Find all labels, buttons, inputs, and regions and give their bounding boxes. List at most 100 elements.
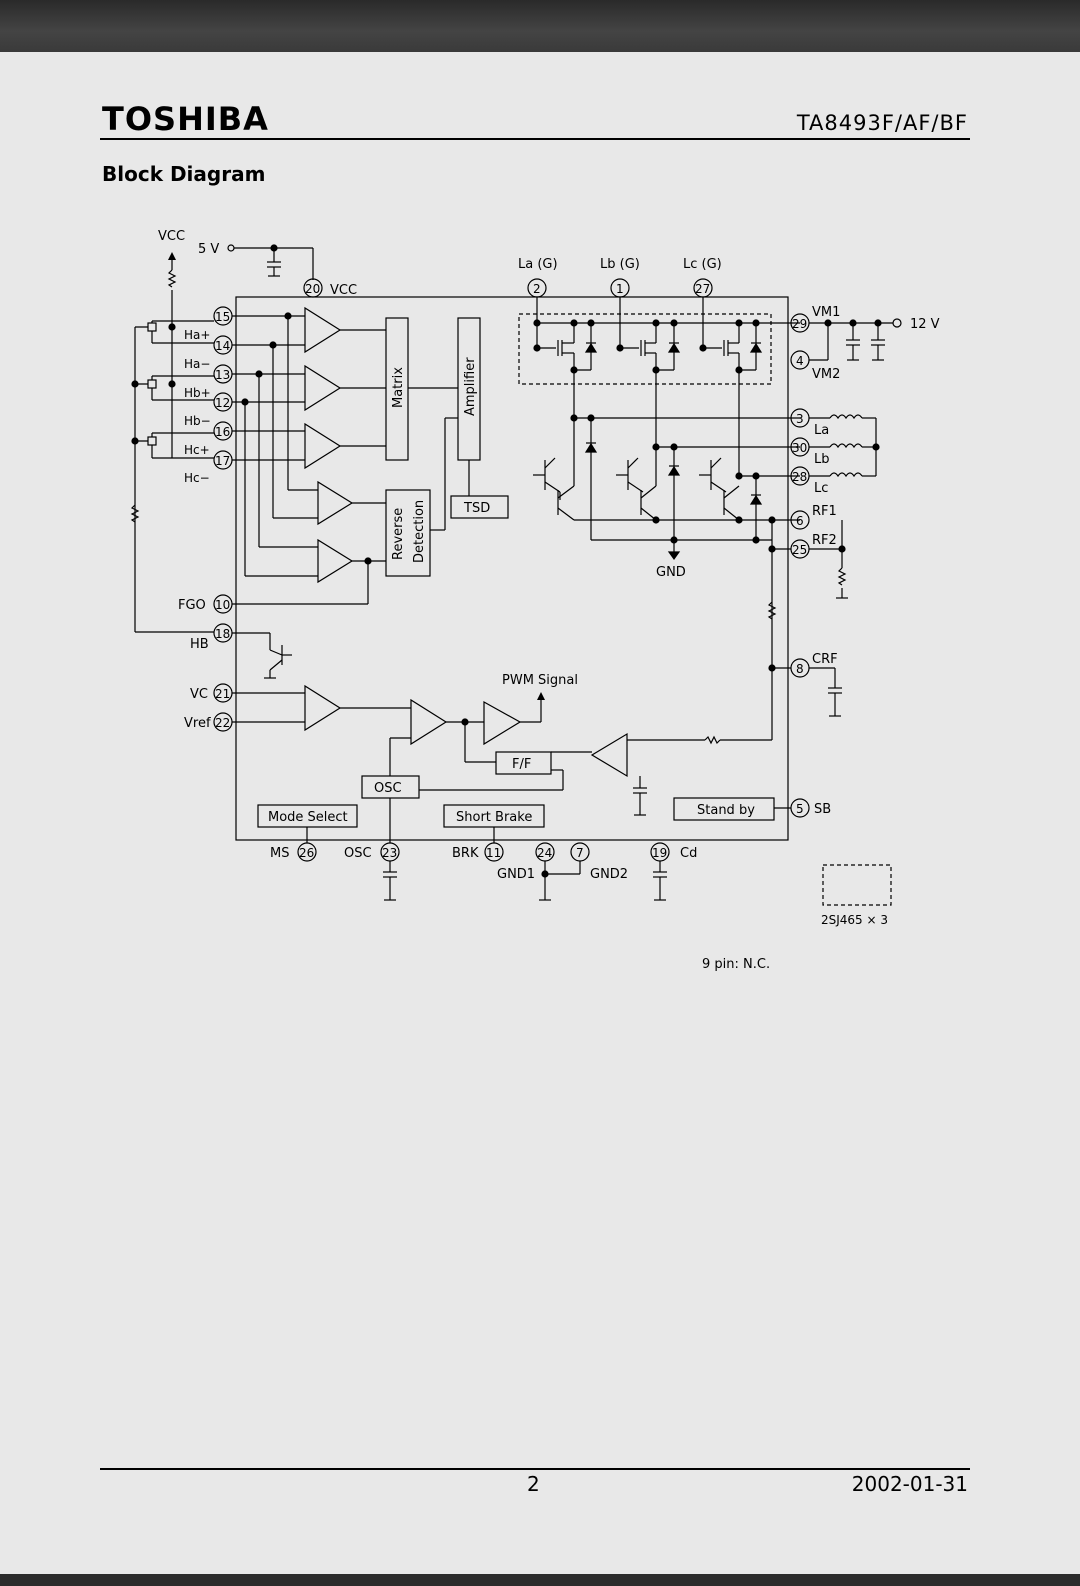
- svg-text:MS: MS: [270, 846, 289, 861]
- gnd-label: GND: [656, 565, 686, 580]
- vcc-supply-label: VCC: [158, 229, 185, 244]
- brand-logo: TOSHIBA: [102, 100, 269, 138]
- svg-text:Lc: Lc: [814, 481, 828, 496]
- reverse-detection-block: [385, 489, 431, 577]
- svg-text:10: 10: [215, 598, 230, 612]
- svg-text:18: 18: [215, 627, 230, 641]
- svg-text:19: 19: [652, 846, 667, 860]
- part-number: TA8493F/AF/BF: [796, 111, 968, 135]
- upper-fets: [533, 297, 800, 374]
- hall-sensor-network: [130, 320, 214, 632]
- svg-text:Ha+: Ha+: [184, 328, 210, 342]
- svg-text:23: 23: [382, 846, 397, 860]
- svg-text:29: 29: [792, 317, 807, 331]
- ff-block: [495, 751, 552, 775]
- hall-comparators: [232, 306, 386, 605]
- pin-20: [303, 278, 323, 298]
- svg-text:SB: SB: [814, 802, 831, 817]
- svg-text:Lb: Lb: [814, 452, 830, 467]
- svg-text:4: 4: [796, 354, 804, 368]
- page-number: 2: [527, 1472, 540, 1496]
- fet-legend-label: 2SJ465 × 3: [821, 913, 888, 927]
- svg-text:HB: HB: [190, 637, 209, 652]
- svg-text:Hc+: Hc+: [184, 443, 210, 457]
- 5v-terminal: [227, 244, 235, 252]
- svg-text:13: 13: [215, 368, 230, 382]
- svg-text:Hb+: Hb+: [184, 386, 211, 400]
- svg-text:22: 22: [215, 716, 230, 730]
- svg-text:BRK: BRK: [452, 846, 479, 861]
- svg-text:OSC: OSC: [374, 781, 402, 796]
- 5v-label: 5 V: [198, 242, 219, 257]
- svg-text:Matrix: Matrix: [391, 367, 406, 408]
- svg-text:30: 30: [792, 441, 807, 455]
- svg-text:Hc−: Hc−: [184, 471, 210, 485]
- svg-text:VC: VC: [190, 687, 208, 702]
- svg-text:26: 26: [299, 846, 314, 860]
- fet-array: [518, 313, 772, 385]
- svg-text:12: 12: [215, 396, 230, 410]
- svg-text:27: 27: [695, 282, 710, 296]
- svg-text:24: 24: [537, 846, 552, 860]
- svg-text:GND1: GND1: [497, 867, 535, 882]
- viewer-top-bar: [0, 0, 1080, 52]
- svg-text:Vref: Vref: [184, 716, 211, 731]
- svg-text:28: 28: [792, 470, 807, 484]
- svg-text:3: 3: [796, 412, 804, 426]
- svg-text:16: 16: [215, 425, 230, 439]
- svg-text:Cd: Cd: [680, 846, 697, 861]
- svg-text:7: 7: [576, 846, 584, 860]
- header-rule: [100, 138, 970, 140]
- document-date: 2002-01-31: [851, 1472, 968, 1496]
- svg-text:RF1: RF1: [812, 504, 837, 519]
- svg-text:Ha−: Ha−: [184, 357, 210, 371]
- pwm-signal-label: PWM Signal: [502, 673, 578, 688]
- svg-text:6: 6: [796, 514, 804, 528]
- 12v-label: 12 V: [910, 317, 940, 332]
- 12v-terminal: [892, 318, 902, 328]
- footer-rule: [100, 1468, 970, 1470]
- matrix-block: [385, 317, 409, 461]
- svg-text:1: 1: [616, 282, 624, 296]
- svg-text:2: 2: [533, 282, 541, 296]
- input-wiring: [232, 312, 318, 577]
- svg-text:Amplifier: Amplifier: [463, 357, 478, 416]
- svg-text:OSC: OSC: [344, 846, 372, 861]
- svg-text:8: 8: [796, 662, 804, 676]
- svg-text:VM2: VM2: [812, 367, 840, 382]
- svg-text:La: La: [814, 423, 829, 438]
- svg-text:VM1: VM1: [812, 305, 840, 320]
- tsd-block: [450, 495, 509, 519]
- svg-text:5: 5: [796, 802, 804, 816]
- resistor: [167, 269, 177, 288]
- fet-legend-box: [822, 864, 892, 906]
- svg-text:Detection: Detection: [412, 500, 427, 563]
- svg-text:25: 25: [792, 543, 807, 557]
- viewer-bottom-bar: [0, 1574, 1080, 1586]
- svg-text:FGO: FGO: [178, 598, 206, 613]
- svg-text:Hb−: Hb−: [184, 414, 211, 428]
- standby-block: [673, 797, 775, 821]
- svg-text:Lb (G): Lb (G): [600, 257, 640, 272]
- svg-text:17: 17: [215, 454, 230, 468]
- svg-text:14: 14: [215, 339, 230, 353]
- svg-text:Lc (G): Lc (G): [683, 257, 722, 272]
- svg-text:Reverse: Reverse: [391, 508, 406, 560]
- svg-text:Short Brake: Short Brake: [456, 810, 532, 825]
- svg-text:RF2: RF2: [812, 533, 837, 548]
- svg-text:TSD: TSD: [463, 501, 490, 516]
- bottom-pins: 26 MS 23 OSC 11 BRK 24 GND1 7 GND2 19 Cd: [270, 842, 697, 882]
- nc-note: 9 pin: N.C.: [702, 957, 770, 972]
- svg-text:VCC: VCC: [330, 283, 357, 298]
- control-path: [232, 668, 773, 816]
- svg-text:GND2: GND2: [590, 867, 628, 882]
- svg-text:21: 21: [215, 687, 230, 701]
- svg-text:CRF: CRF: [812, 652, 838, 667]
- lower-output-stage: [533, 370, 800, 561]
- svg-text:15: 15: [215, 310, 230, 324]
- motor-coils: [809, 414, 880, 478]
- svg-text:11: 11: [486, 846, 501, 860]
- svg-text:Mode Select: Mode Select: [268, 810, 348, 825]
- svg-text:La (G): La (G): [518, 257, 558, 272]
